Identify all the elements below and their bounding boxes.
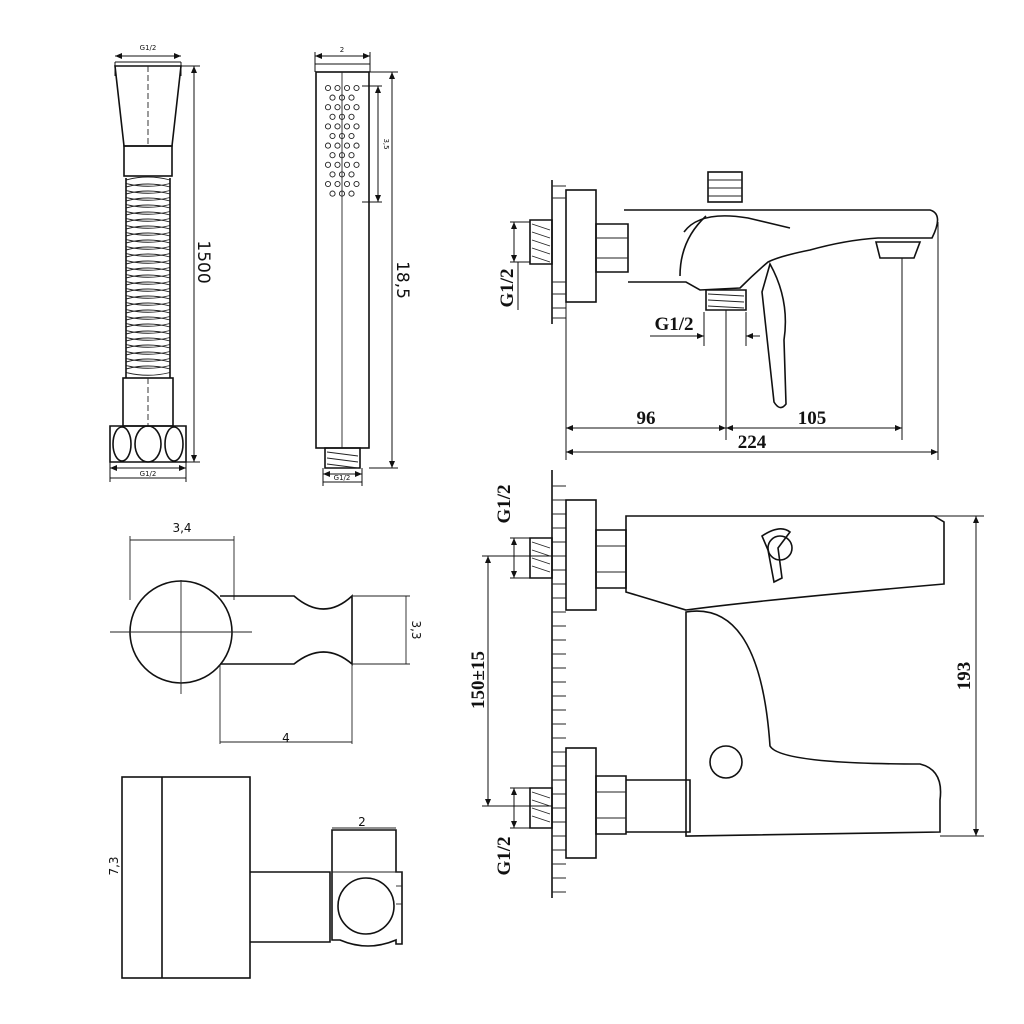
nozzle [348, 171, 355, 178]
nozzle [334, 142, 341, 149]
nozzle [329, 152, 336, 159]
nozzle [353, 104, 360, 111]
mixer-front-view [482, 470, 984, 898]
shower-length-label: 18,5 [392, 261, 412, 299]
nozzle [329, 190, 336, 197]
nozzle [329, 94, 336, 101]
nozzle [348, 94, 355, 101]
shower-thread-label: G1/2 [334, 474, 351, 482]
hose-length-label: 1500 [193, 240, 213, 283]
mixer-dim-left-label: 96 [637, 408, 656, 429]
hand-shower [314, 52, 398, 486]
hose-bottom-thread-label: G1/2 [140, 470, 157, 478]
nozzle [338, 152, 346, 159]
nozzle [343, 161, 351, 168]
nozzle [343, 180, 351, 188]
nozzle [348, 113, 355, 120]
mixer-dim-right-label: 105 [798, 408, 827, 429]
front-bottom-thread-label: G1/2 [494, 836, 515, 875]
nozzle [324, 161, 332, 168]
nozzle [348, 132, 355, 140]
nozzle [348, 152, 355, 159]
nozzle [334, 161, 341, 168]
nozzle [353, 180, 360, 188]
mixer-outlet-thread-label: G1/2 [654, 314, 693, 335]
nozzle [324, 180, 332, 188]
holder-height-label: 3,3 [409, 620, 423, 639]
nozzle [324, 142, 332, 149]
spray-nozzles [324, 84, 360, 197]
nozzle [338, 190, 346, 197]
nozzle [338, 132, 346, 140]
nozzle [338, 94, 346, 101]
mixer-inlet-thread-label: G1/2 [497, 268, 518, 307]
nozzle [324, 104, 332, 111]
nozzle [343, 123, 351, 130]
shower-spray-height-label: 3,5 [382, 138, 390, 149]
mixer-height-label: 193 [954, 662, 975, 691]
nozzle [324, 84, 332, 92]
holder-side-height-label: 7,3 [107, 856, 121, 875]
nozzle [334, 84, 341, 92]
front-top-thread-label: G1/2 [494, 484, 515, 523]
shower-hose [109, 53, 200, 482]
mixer-side-view [510, 171, 939, 460]
nozzle [343, 142, 351, 149]
nozzle [338, 113, 346, 120]
nozzle [334, 123, 341, 130]
center-distance-label: 150±15 [468, 651, 489, 709]
nozzle [348, 190, 355, 197]
holder-side-width-label: 2 [358, 815, 366, 829]
nozzle [343, 104, 351, 111]
mixer-dim-total-label: 224 [738, 432, 767, 453]
holder-diameter-label: 3,4 [172, 521, 191, 535]
nozzle [329, 171, 336, 178]
shower-width-label: 2 [340, 46, 344, 54]
nozzle [343, 84, 351, 92]
nozzle [353, 84, 360, 92]
nozzle [338, 171, 346, 178]
holder-depth-label: 4 [282, 731, 290, 745]
nozzle [334, 104, 341, 111]
nozzle [334, 180, 341, 188]
holder-side-view [121, 776, 403, 979]
nozzle [329, 113, 336, 120]
nozzle [353, 161, 360, 168]
nozzle [324, 123, 332, 130]
nozzle [329, 132, 336, 140]
nozzle [353, 123, 360, 130]
holder-top-view [110, 536, 410, 744]
hose-top-thread-label: G1/2 [140, 44, 157, 52]
nozzle [353, 142, 360, 149]
